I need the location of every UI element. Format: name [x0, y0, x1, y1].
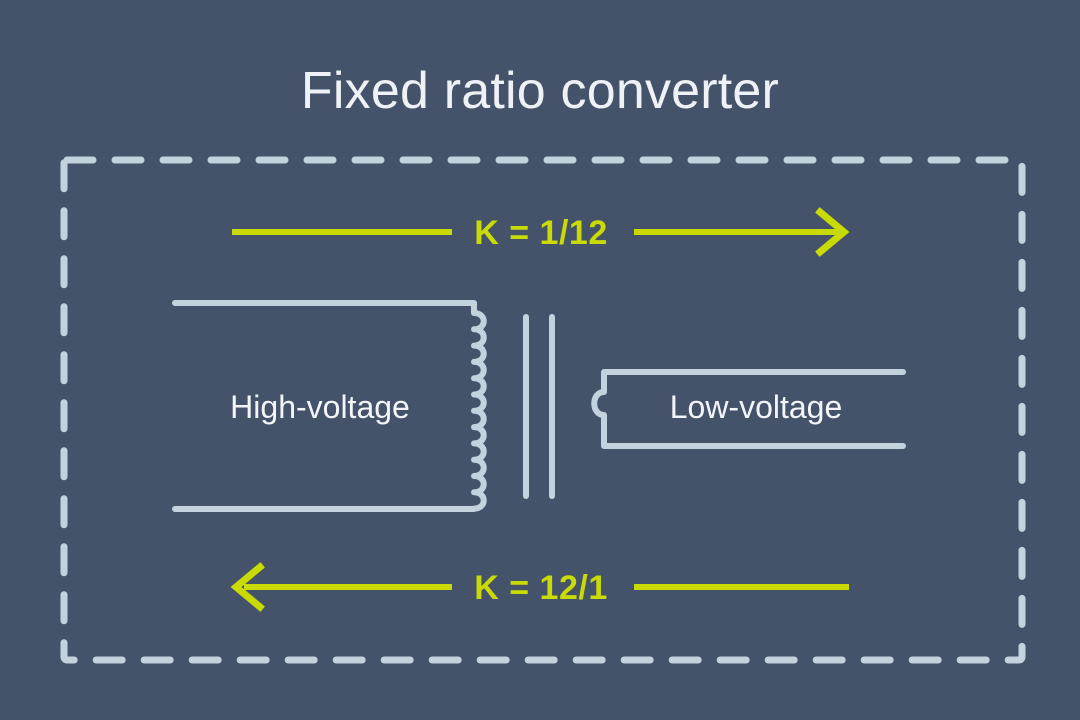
primary-winding-label: High-voltage [230, 389, 410, 425]
page-title: Fixed ratio converter [301, 62, 779, 120]
magnetic-core [523, 314, 555, 499]
bottom-arrowhead-left-icon [230, 562, 265, 612]
secondary-winding-group: Low-voltage [591, 369, 906, 449]
top-arrowhead-right-icon [815, 207, 850, 257]
bottom-arrow-label: K = 12/1 [474, 569, 607, 607]
dashed-boundary-frame [60, 156, 1026, 664]
secondary-coil-path [591, 369, 906, 449]
primary-winding-group: High-voltage [172, 300, 487, 512]
top-arrow-label: K = 1/12 [474, 214, 607, 252]
top-ratio-arrow: K = 1/12 [232, 207, 850, 257]
bottom-ratio-arrow: K = 12/1 [230, 562, 849, 612]
primary-coil-path [172, 300, 487, 512]
secondary-winding-label: Low-voltage [670, 389, 843, 425]
